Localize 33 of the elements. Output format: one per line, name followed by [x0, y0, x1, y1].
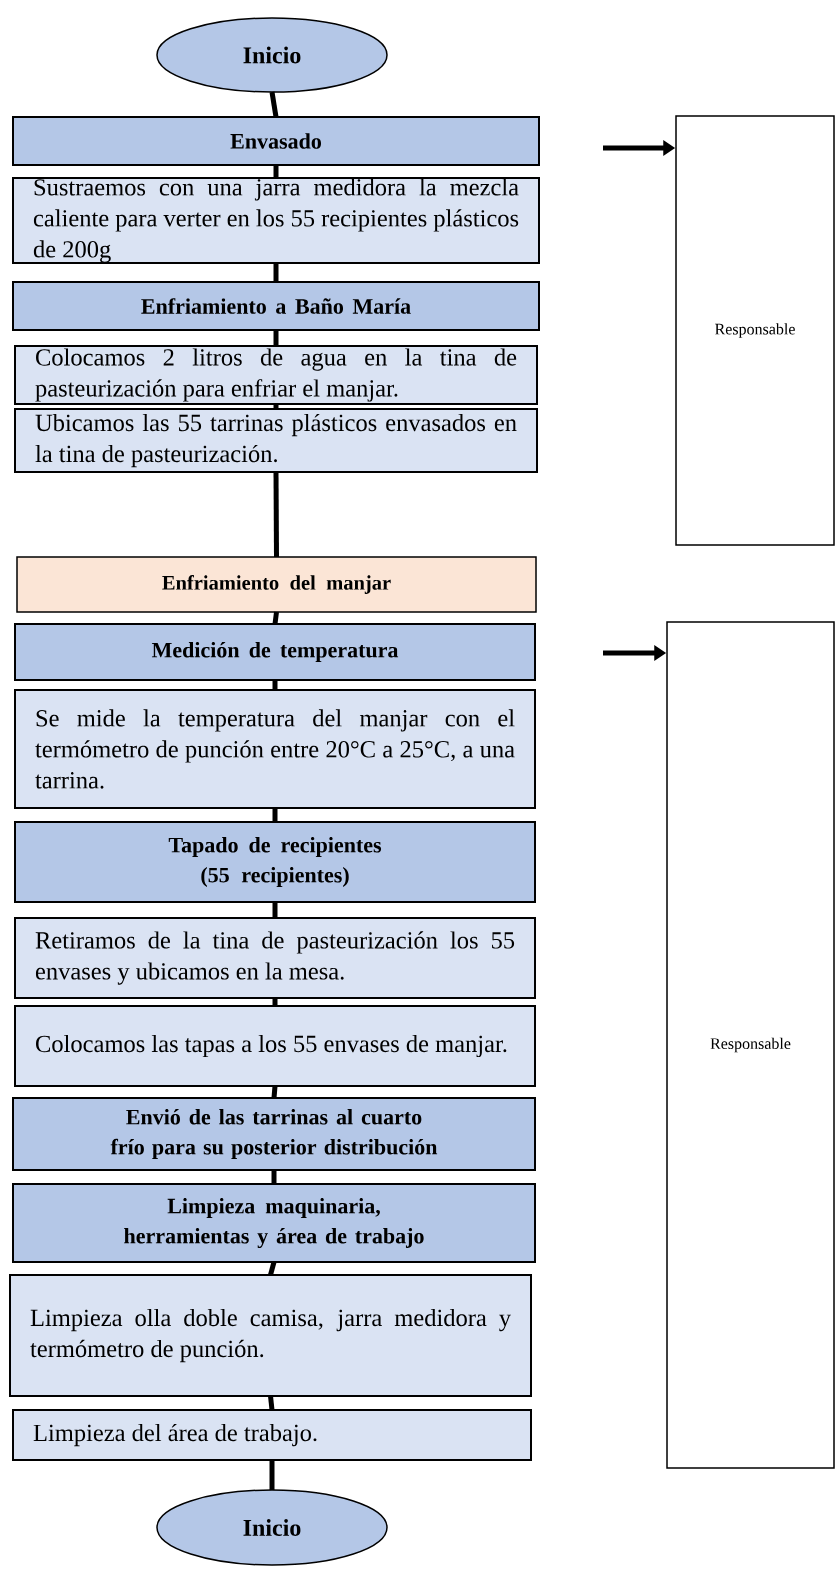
connector-line [268, 1395, 275, 1411]
responsible-box: Responsable [675, 115, 835, 546]
step-detail-box: Colocamos 2 litros de agua en la tina de pasteurización para enfriar el manjar. [14, 345, 538, 405]
connector-line [273, 263, 279, 282]
connector-line [273, 330, 279, 346]
connector-line [269, 91, 279, 118]
step-title-box: Limpieza maquinaria, herramientas y área de trabajo [12, 1183, 536, 1263]
connector-line [273, 404, 279, 409]
connector-line [269, 1460, 275, 1490]
connector-line [271, 1170, 277, 1184]
connector-line [272, 998, 278, 1006]
connector-line [272, 611, 279, 625]
step-title-box: Envasado [12, 116, 540, 166]
stage-box: Enfriamiento del manjar [16, 556, 537, 613]
connector-line [273, 472, 279, 558]
step-detail-box: Limpieza del área de trabajo. [12, 1409, 532, 1461]
connector-line [268, 1261, 277, 1276]
connector-line [272, 808, 278, 822]
connector-line [272, 680, 278, 690]
step-title-box: Enfriamiento a Baño María [12, 281, 540, 331]
connector-line [271, 1085, 278, 1099]
step-title-box: Envió de las tarrinas al cuarto frío para su posterior distribución [12, 1097, 536, 1171]
step-detail-box: Retiramos de la tina de pasteurización los 55 envases y ubicamos en la mesa. [14, 917, 536, 999]
step-detail-box: Se mide la temperatura del manjar con el termómetro de punción entre 20°C a 25°C, a una tarrina. [14, 689, 536, 809]
step-detail-box: Limpieza olla doble camisa, jarra medidora y termómetro de punción. [9, 1274, 532, 1397]
step-detail-box: Colocamos las tapas a los 55 envases de manjar. [14, 1005, 536, 1087]
connector-line [273, 165, 279, 178]
connector-line [272, 902, 278, 918]
step-detail-box: Ubicamos las 55 tarrinas plásticos envasados en la tina de pasteurización. [14, 408, 538, 473]
responsible-box: Responsable [666, 621, 835, 1469]
step-detail-box: Sustraemos con una jarra medidora la mezcla caliente para verter en los 55 recipientes plásticos de 200g [12, 177, 540, 264]
step-title-box: Medición de temperatura [14, 623, 536, 681]
step-title-box: Tapado de recipientes (55 recipientes) [14, 821, 536, 903]
